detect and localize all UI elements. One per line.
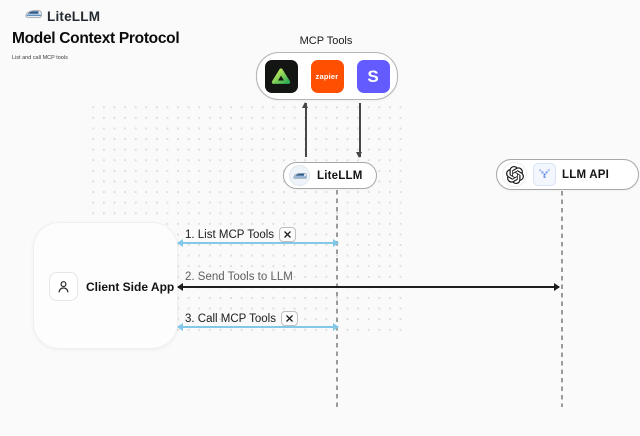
step2-text: 2. Send Tools to LLM	[185, 271, 293, 283]
crossed-tools-icon	[280, 311, 298, 326]
arrow-litellm-to-mcp	[301, 102, 308, 157]
litellm-train-icon	[289, 165, 310, 186]
brand-name: LiteLLM	[47, 8, 101, 24]
step2-arrow	[177, 283, 560, 290]
step1-text: 1. List MCP Tools	[185, 228, 275, 241]
step3-label: 3. Call MCP Tools	[185, 311, 298, 326]
person-icon	[49, 272, 78, 301]
zapier-logo-icon: zapier	[310, 59, 344, 93]
litellm-node-label: LiteLLM	[317, 169, 363, 182]
litellm-train-icon	[25, 7, 42, 25]
mcp-tools-label: MCP Tools	[299, 35, 353, 47]
arrow-mcp-to-litellm	[355, 103, 362, 158]
crossed-tools-icon	[279, 227, 297, 242]
arrowhead-down-icon	[355, 152, 362, 158]
stripe-logo-icon: S	[356, 59, 390, 93]
llm-api-lifeline	[561, 191, 563, 407]
llm-api-node-label: LLM API	[562, 168, 609, 181]
stripe-logo-text: S	[367, 66, 379, 86]
page-subtitle: List and call MCP tools	[12, 55, 68, 61]
page-title: Model Context Protocol	[12, 30, 180, 47]
openai-logo-icon	[502, 162, 527, 187]
llm-provider-pixel-icon	[533, 163, 556, 186]
brand: LiteLLM	[25, 7, 100, 25]
step3-arrow	[177, 323, 339, 330]
litellm-node: LiteLLM	[283, 162, 377, 189]
step3-text: 3. Call MCP Tools	[185, 312, 276, 325]
client-side-app-label: Client Side App	[86, 279, 175, 294]
litellm-lifeline	[336, 190, 338, 407]
arrowhead-up-icon	[301, 102, 308, 108]
step2-label: 2. Send Tools to LLM	[185, 271, 293, 283]
step1-label: 1. List MCP Tools	[185, 227, 297, 242]
llm-api-node: LLM API	[496, 159, 639, 190]
green-triangle-logo-icon	[264, 59, 298, 93]
mcp-tools-box: zapier S	[256, 52, 398, 100]
zapier-logo-text: zapier	[315, 71, 339, 81]
step1-arrow	[177, 239, 339, 246]
client-side-app-node: Client Side App	[33, 222, 178, 349]
